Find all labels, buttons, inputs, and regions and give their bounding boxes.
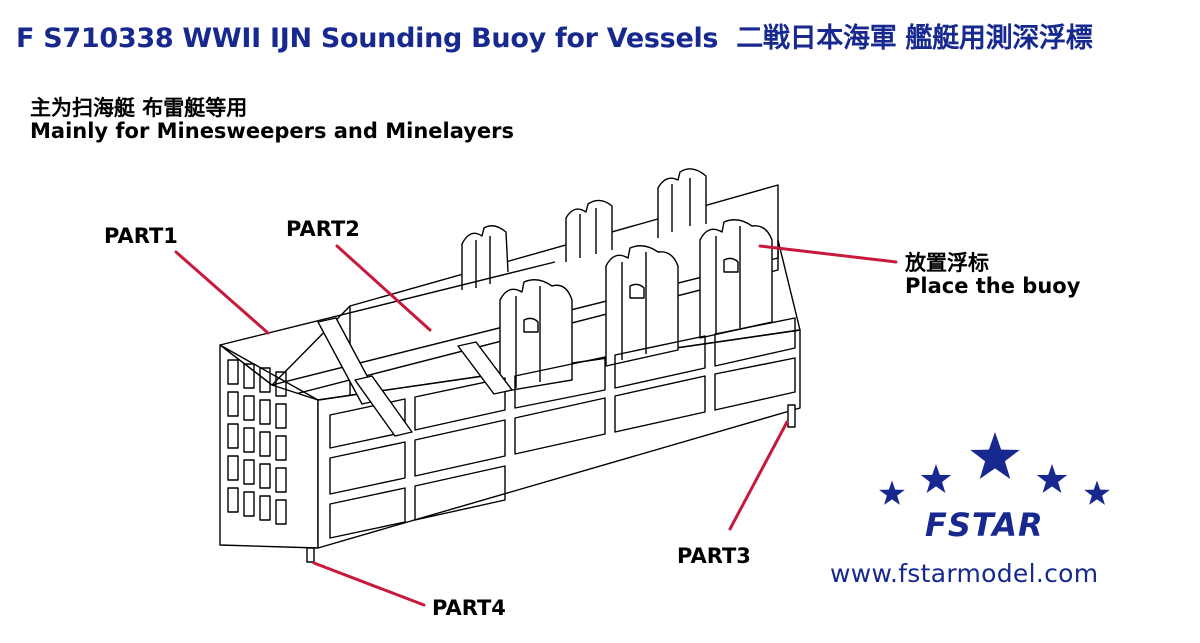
- part4-label: PART4: [432, 596, 506, 620]
- brand-name: FSTAR: [925, 506, 1044, 544]
- place-buoy-cn-label: 放置浮标: [905, 251, 989, 275]
- divider-slats: [317, 317, 513, 437]
- leader-part4: [312, 561, 426, 607]
- front-buoys: [499, 219, 773, 393]
- end-grid: [227, 359, 287, 525]
- legs: [306, 404, 796, 563]
- subtitle-en: Mainly for Minesweepers and Minelayers: [30, 119, 515, 143]
- leader-part3: [728, 420, 789, 531]
- star-icon: [1084, 480, 1110, 505]
- leader-part2: [335, 244, 432, 332]
- place-buoy-en-label: Place the buoy: [905, 274, 1081, 298]
- part2-label: PART2: [286, 217, 360, 241]
- subtitle-cn: 主为扫海艇 布雷艇等用: [30, 96, 248, 120]
- brand-url[interactable]: www.fstarmodel.com: [830, 559, 1099, 588]
- leader-lines: [174, 244, 898, 607]
- page-title: F S710338 WWII IJN Sounding Buoy for Ves…: [16, 16, 1093, 55]
- star-icon: [970, 432, 1020, 480]
- leader-part1: [174, 250, 270, 335]
- front-grid: [329, 317, 796, 539]
- title-cn: 二戦日本海軍 艦艇用測深浮標: [736, 23, 1093, 54]
- rear-buoys: [461, 168, 707, 290]
- part3-label: PART3: [677, 544, 751, 568]
- fstar-stars-logo: [879, 432, 1110, 505]
- star-icon: [879, 480, 905, 505]
- title-en: F S710338 WWII IJN Sounding Buoy for Ves…: [16, 23, 719, 54]
- star-icon: [1036, 464, 1068, 493]
- star-icon: [920, 464, 952, 493]
- part1-label: PART1: [104, 224, 178, 248]
- leader-buoy: [758, 244, 898, 264]
